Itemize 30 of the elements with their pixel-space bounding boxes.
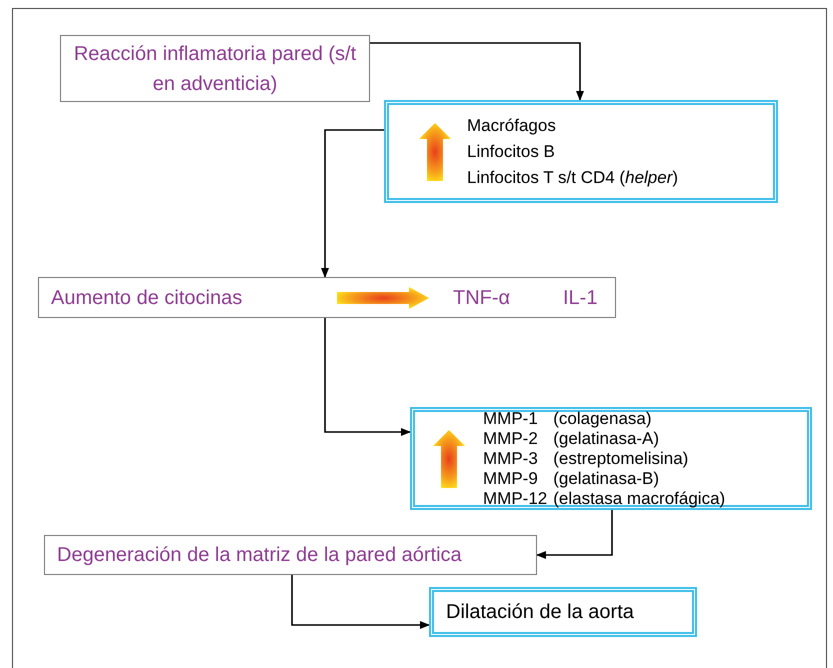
- enzyme-name: (gelatinasa-B): [553, 468, 660, 488]
- process-box: [410, 407, 812, 510]
- node-text: Aumento de citocinas: [51, 286, 244, 310]
- enzyme-name: (gelatinasa-A): [553, 428, 660, 448]
- arrow: [370, 42, 584, 101]
- enzyme-code: MMP-9: [483, 468, 539, 488]
- list-item: Linfocitos B: [467, 140, 556, 162]
- enzyme-name: (colagenasa): [553, 408, 653, 428]
- node-text: TNF-α: [453, 286, 512, 310]
- enzyme-code: MMP-1: [483, 408, 539, 428]
- enzyme-code: MMP-3: [483, 448, 539, 468]
- process-box: [384, 100, 778, 203]
- node-text: Dilatación de la aorta: [446, 600, 634, 625]
- arrow: [324, 318, 411, 436]
- arrow: [291, 575, 430, 629]
- node-text: Degeneración de la matriz de la pared aórtica: [57, 543, 462, 568]
- enzyme-name: (elastasa macrofágica): [553, 488, 726, 508]
- enzyme-code: MMP-12: [483, 488, 548, 508]
- arrow: [321, 129, 384, 278]
- node-text: IL-1: [563, 286, 598, 310]
- process-box: [44, 535, 537, 575]
- process-box: [429, 587, 697, 637]
- process-box: [60, 35, 370, 102]
- enzyme-code: MMP-2: [483, 428, 539, 448]
- enzyme-name: (estreptomelisina): [553, 448, 690, 468]
- node-text: Reacción inflamatoria pared (s/t en adventicia): [73, 42, 357, 96]
- arrow: [536, 510, 613, 559]
- process-box: [38, 277, 616, 318]
- list-item: Macrófagos: [467, 114, 557, 136]
- list-item: Linfocitos T s/t CD4 (helper): [467, 166, 678, 188]
